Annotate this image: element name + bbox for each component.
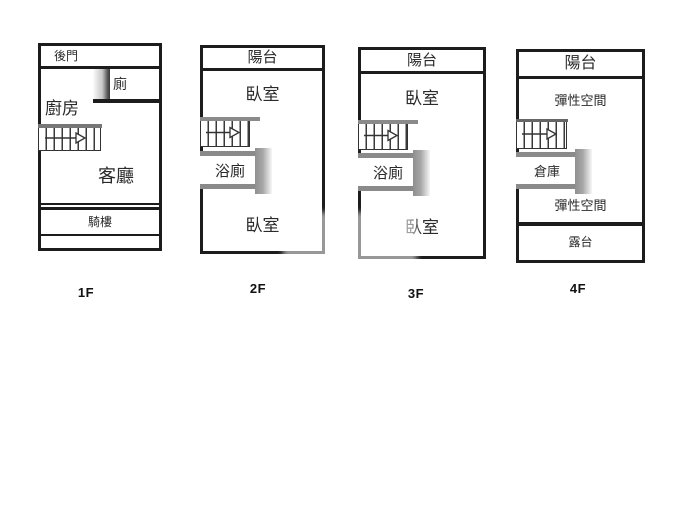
wall-divider <box>203 68 322 71</box>
room-label-terrace: 露台 <box>568 235 593 249</box>
stairs-direction-arrow-icon <box>45 131 87 145</box>
floor-plan-3f: 陽台 臥室 浴廁 臥室 <box>358 47 486 259</box>
staircase <box>200 121 250 147</box>
storage-enclosure: 倉庫 <box>516 152 578 189</box>
stairs-top-bar <box>516 119 568 122</box>
wall-divider <box>41 234 159 236</box>
wall-divider <box>41 66 159 69</box>
floor-plan-2f: 陽台 臥室 浴廁 臥室 <box>200 45 325 254</box>
floor-label-2f: 2F <box>249 281 267 296</box>
stairs-direction-arrow-icon <box>206 126 241 139</box>
floor-label-3f: 3F <box>407 286 425 301</box>
bathroom-enclosure: 浴廁 <box>358 153 418 191</box>
floor-label-1f: 1F <box>77 285 95 300</box>
stairs-direction-arrow-icon <box>364 129 399 142</box>
room-label-storage: 倉庫 <box>533 164 560 179</box>
storage-shadow-bar <box>575 149 592 194</box>
wall-divider <box>41 203 159 205</box>
wall-divider <box>519 222 642 226</box>
room-label-bedroom-upper: 臥室 <box>245 85 280 104</box>
room-label-kitchen: 廚房 <box>45 99 79 118</box>
room-label-flex-space-upper: 彈性空間 <box>554 93 607 108</box>
bathroom-shadow-bar <box>413 150 430 196</box>
room-label-balcony: 陽台 <box>564 55 597 72</box>
room-label-bedroom-lower: 臥室 <box>405 218 439 237</box>
room-label-flex-space-lower: 彈性空間 <box>554 198 607 213</box>
room-label-bedroom-lower: 臥室 <box>245 216 280 235</box>
floor-plan-1f: 後門 廁 廚房 客廳 騎樓 <box>38 43 162 251</box>
room-label-toilet: 廁 <box>113 76 127 92</box>
staircase <box>38 128 101 151</box>
room-label-balcony: 陽台 <box>406 52 437 69</box>
toilet-partition-shade <box>93 69 110 99</box>
room-label-balcony: 陽台 <box>247 49 278 66</box>
wall-divider <box>519 76 642 79</box>
room-label-bedroom-upper: 臥室 <box>405 89 439 108</box>
room-label-arcade: 騎樓 <box>87 215 112 229</box>
toilet-wall <box>93 99 159 103</box>
room-label-back-door: 後門 <box>54 49 79 63</box>
wall-divider <box>41 207 159 210</box>
stairs-top-bar <box>38 124 102 128</box>
bathroom-enclosure: 浴廁 <box>200 151 260 189</box>
stairs-top-bar <box>200 117 260 121</box>
floor-plan-4f: 陽台 彈性空間 倉庫 彈性空間 露台 <box>516 49 645 263</box>
staircase <box>516 122 567 149</box>
room-label-living-room: 客廳 <box>98 166 134 186</box>
staircase <box>358 124 408 150</box>
floor-label-4f: 4F <box>569 281 587 296</box>
room-label-bathroom: 浴廁 <box>214 162 245 180</box>
stairs-direction-arrow-icon <box>522 127 558 141</box>
wall-divider <box>361 71 483 74</box>
room-label-bathroom: 浴廁 <box>372 164 403 182</box>
stairs-top-bar <box>358 120 418 124</box>
bathroom-shadow-bar <box>255 148 272 194</box>
